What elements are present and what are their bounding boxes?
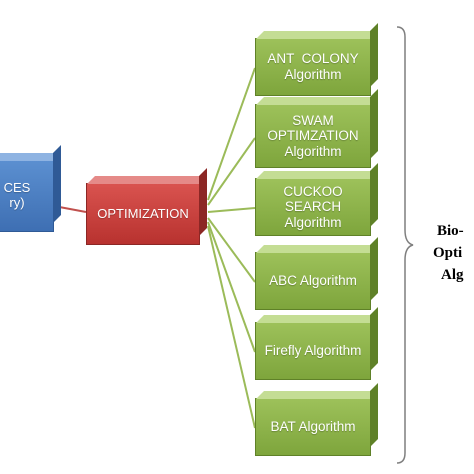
algorithm-box-top-face (256, 315, 378, 323)
algorithm-box-ant-colony: ANT COLONY Algorithm (255, 23, 378, 96)
source-box-label: CES ry) (3, 180, 31, 211)
algorithm-label-line: CUCKOO SEARCH (283, 183, 343, 215)
algorithm-box-label: BAT Algorithm (270, 419, 355, 435)
algorithm-box-abc: ABC Algorithm (255, 237, 378, 310)
optimization-box-top-face (87, 176, 207, 184)
algorithm-box-top-face (256, 31, 378, 39)
algorithm-box-top-face (256, 171, 378, 179)
optimization-box: OPTIMIZATION (86, 168, 207, 245)
algorithm-box-top-face (256, 245, 378, 253)
algorithm-box-top-face (256, 391, 378, 399)
algorithm-box-swam-optimization: SWAM OPTIMZATION Algorithm (255, 89, 378, 168)
group-label: Bio- Opti Alg (433, 220, 474, 286)
source-box-side-face (53, 145, 61, 223)
algorithm-label-line: ABC Algorithm (269, 273, 357, 289)
group-label-line-3: Alg (441, 267, 464, 283)
algorithm-label-line: BAT Algorithm (270, 419, 356, 435)
algorithm-box-side-face (370, 307, 378, 371)
algorithm-box-side-face (370, 89, 378, 159)
optimization-box-side-face (199, 168, 207, 236)
group-label-line-1: Bio- (437, 223, 464, 239)
optimization-box-label: OPTIMIZATION (97, 205, 189, 221)
connector-to-bat (207, 225, 256, 429)
algorithm-box-label: CUCKOO SEARCH Algorithm (256, 184, 370, 231)
algorithm-box-label: Firefly Algorithm (265, 343, 362, 359)
algorithm-label-line: OPTIMZATION (267, 128, 359, 144)
source-box-top-face (0, 153, 61, 161)
algorithm-box-side-face (370, 383, 378, 447)
algorithm-box-label: SWAM OPTIMZATION Algorithm (267, 113, 358, 160)
source-box-line-2: ry) (9, 195, 25, 210)
algorithm-box-label: ABC Algorithm (269, 273, 357, 289)
source-box: CES ry) (0, 145, 61, 232)
algorithm-label-line: Firefly Algorithm (264, 343, 362, 359)
algorithm-label-line: Algorithm (284, 143, 342, 159)
connector-to-cuckoo-search (207, 207, 256, 213)
algorithm-box-top-face (256, 97, 378, 105)
algorithm-box-side-face (370, 237, 378, 301)
connector-to-ant-colony (207, 67, 256, 201)
algorithm-box-side-face (370, 163, 378, 227)
group-brace (396, 26, 414, 464)
algorithm-label-line: SWAM (292, 112, 334, 128)
algorithm-box-label: ANT COLONY Algorithm (267, 51, 358, 82)
connector-to-swam-optimization (207, 137, 256, 206)
source-box-line-1: CES (3, 180, 31, 196)
algorithm-label-line: Algorithm (284, 214, 342, 230)
connector-to-firefly (207, 221, 256, 353)
algorithm-box-side-face (370, 23, 378, 87)
algorithm-label-line: Algorithm (284, 67, 342, 82)
group-label-line-2: Opti (433, 245, 463, 261)
connector-to-abc (207, 217, 256, 283)
algorithm-box-cuckoo-search: CUCKOO SEARCH Algorithm (255, 163, 378, 236)
algorithm-box-bat: BAT Algorithm (255, 383, 378, 456)
algorithm-label-line: ANT COLONY (267, 51, 359, 67)
algorithm-box-firefly: Firefly Algorithm (255, 307, 378, 380)
